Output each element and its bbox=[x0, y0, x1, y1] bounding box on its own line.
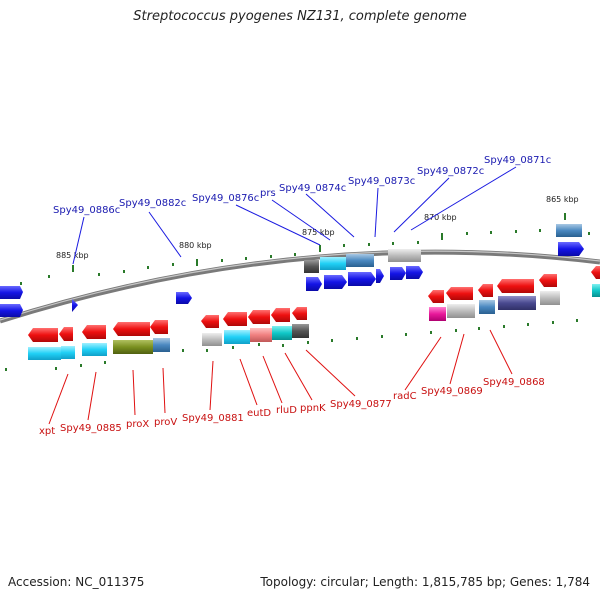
cog-box bbox=[404, 249, 421, 262]
accession-text: Accession: NC_011375 bbox=[8, 575, 145, 589]
gene-arrow-forward[interactable] bbox=[558, 242, 584, 256]
gene-label-reverse[interactable]: Spy49_0868 bbox=[483, 377, 545, 388]
gene-label-forward[interactable]: Spy49_0873c bbox=[348, 176, 415, 187]
forward-strand-genes bbox=[0, 224, 584, 317]
gene-arrow-reverse[interactable] bbox=[271, 308, 290, 322]
cog-box bbox=[346, 254, 374, 267]
gene-label-reverse[interactable]: eutD bbox=[247, 408, 271, 419]
forward-gene-labels: Spy49_0886c Spy49_0882c Spy49_0876c prs … bbox=[53, 155, 551, 216]
gene-label-reverse[interactable]: ppnK bbox=[300, 403, 326, 414]
cog-box bbox=[292, 324, 309, 338]
gene-label-forward[interactable]: Spy49_0874c bbox=[279, 183, 346, 194]
gene-arrow-reverse[interactable] bbox=[150, 320, 168, 334]
cog-box bbox=[304, 260, 319, 273]
gene-arrow-reverse[interactable] bbox=[446, 287, 473, 300]
gene-arrow-reverse[interactable] bbox=[591, 266, 600, 279]
cog-box bbox=[429, 307, 446, 321]
gene-arrow-reverse[interactable] bbox=[428, 290, 444, 303]
gene-label-forward[interactable]: prs bbox=[260, 188, 276, 199]
gene-arrow-reverse[interactable] bbox=[59, 327, 73, 341]
gene-arrow-reverse[interactable] bbox=[201, 315, 219, 328]
gene-arrow-reverse[interactable] bbox=[113, 322, 150, 336]
gene-arrow-reverse[interactable] bbox=[478, 284, 493, 297]
outer-tick-track bbox=[20, 213, 590, 285]
inner-tick-track bbox=[5, 319, 578, 371]
gene-label-reverse[interactable]: rluD bbox=[276, 405, 297, 416]
gene-label-reverse[interactable]: Spy49_0869 bbox=[421, 386, 483, 397]
cog-box bbox=[498, 296, 536, 310]
genome-backbone bbox=[0, 249, 600, 324]
cog-box bbox=[320, 257, 346, 270]
cog-box bbox=[202, 333, 222, 346]
gene-arrow-forward[interactable] bbox=[72, 299, 78, 312]
gene-arrow-forward[interactable] bbox=[0, 304, 23, 317]
cog-box bbox=[388, 249, 404, 262]
gene-arrow-reverse[interactable] bbox=[539, 274, 557, 287]
gene-arrow-forward[interactable] bbox=[406, 266, 423, 279]
cog-box bbox=[113, 340, 153, 354]
gene-label-reverse[interactable]: xpt bbox=[39, 426, 55, 437]
gene-arrow-forward[interactable] bbox=[390, 267, 406, 280]
gene-arrow-reverse[interactable] bbox=[223, 312, 247, 326]
cog-box bbox=[447, 304, 475, 318]
kbp-label: 870 kbp bbox=[424, 213, 457, 222]
cog-box bbox=[153, 338, 170, 352]
reverse-strand-genes bbox=[28, 266, 600, 360]
reverse-leader-lines bbox=[48, 329, 513, 425]
cog-box bbox=[224, 330, 250, 344]
gene-arrow-reverse[interactable] bbox=[248, 310, 270, 324]
gene-label-reverse[interactable]: Spy49_0881 bbox=[182, 413, 244, 424]
cog-box bbox=[28, 347, 61, 360]
gene-label-reverse[interactable]: Spy49_0885 bbox=[60, 423, 122, 434]
gene-arrow-reverse[interactable] bbox=[82, 325, 106, 339]
genome-backbone-highlight bbox=[0, 250, 600, 321]
cog-box bbox=[540, 291, 560, 305]
gene-arrow-forward[interactable] bbox=[348, 272, 376, 286]
cog-box bbox=[82, 343, 107, 356]
gene-arrow-forward[interactable] bbox=[376, 269, 384, 283]
cog-box bbox=[61, 346, 75, 359]
gene-label-reverse[interactable]: Spy49_0877 bbox=[330, 399, 392, 410]
gene-arrow-forward[interactable] bbox=[176, 292, 192, 304]
gene-arrow-reverse[interactable] bbox=[292, 307, 307, 320]
kbp-label: 865 kbp bbox=[546, 195, 579, 204]
gene-arrow-forward[interactable] bbox=[0, 286, 23, 299]
kbp-label: 880 kbp bbox=[179, 241, 212, 250]
gene-label-reverse[interactable]: radC bbox=[393, 391, 417, 402]
cog-box bbox=[272, 326, 292, 340]
gene-label-forward[interactable]: Spy49_0882c bbox=[119, 198, 186, 209]
cog-box bbox=[479, 300, 495, 314]
gene-label-forward[interactable]: Spy49_0876c bbox=[192, 193, 259, 204]
forward-leader-lines bbox=[72, 166, 517, 265]
gene-label-forward[interactable]: Spy49_0871c bbox=[484, 155, 551, 166]
kbp-label: 885 kbp bbox=[56, 251, 89, 260]
cog-box bbox=[592, 284, 600, 297]
gene-label-forward[interactable]: Spy49_0872c bbox=[417, 166, 484, 177]
gene-arrow-reverse[interactable] bbox=[28, 328, 58, 342]
reverse-gene-labels: xpt Spy49_0885 proX proV Spy49_0881 eutD… bbox=[39, 377, 545, 437]
cog-box bbox=[556, 224, 582, 237]
cog-box bbox=[250, 328, 272, 342]
genome-summary-text: Topology: circular; Length: 1,815,785 bp… bbox=[260, 575, 590, 589]
gene-arrow-forward[interactable] bbox=[306, 277, 322, 291]
gene-label-reverse[interactable]: proV bbox=[154, 417, 177, 428]
gene-label-reverse[interactable]: proX bbox=[126, 419, 149, 430]
gene-label-forward[interactable]: Spy49_0886c bbox=[53, 205, 120, 216]
map-title: Streptococcus pyogenes NZ131, complete g… bbox=[133, 9, 467, 24]
gene-arrow-reverse[interactable] bbox=[497, 279, 534, 293]
gene-arrow-forward[interactable] bbox=[324, 275, 347, 289]
